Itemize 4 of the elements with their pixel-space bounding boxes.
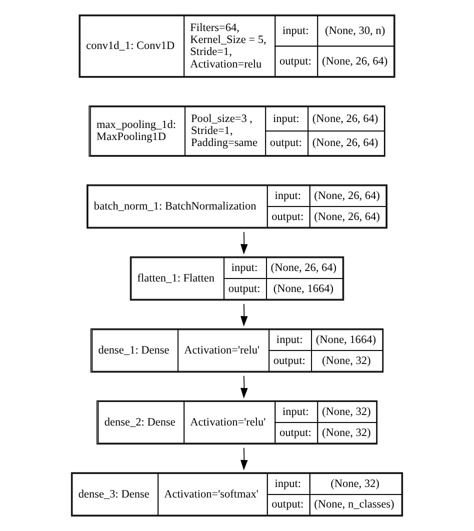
arrow [240, 304, 248, 326]
arrow [240, 375, 248, 398]
arrow [240, 447, 248, 470]
arrow [240, 232, 248, 255]
